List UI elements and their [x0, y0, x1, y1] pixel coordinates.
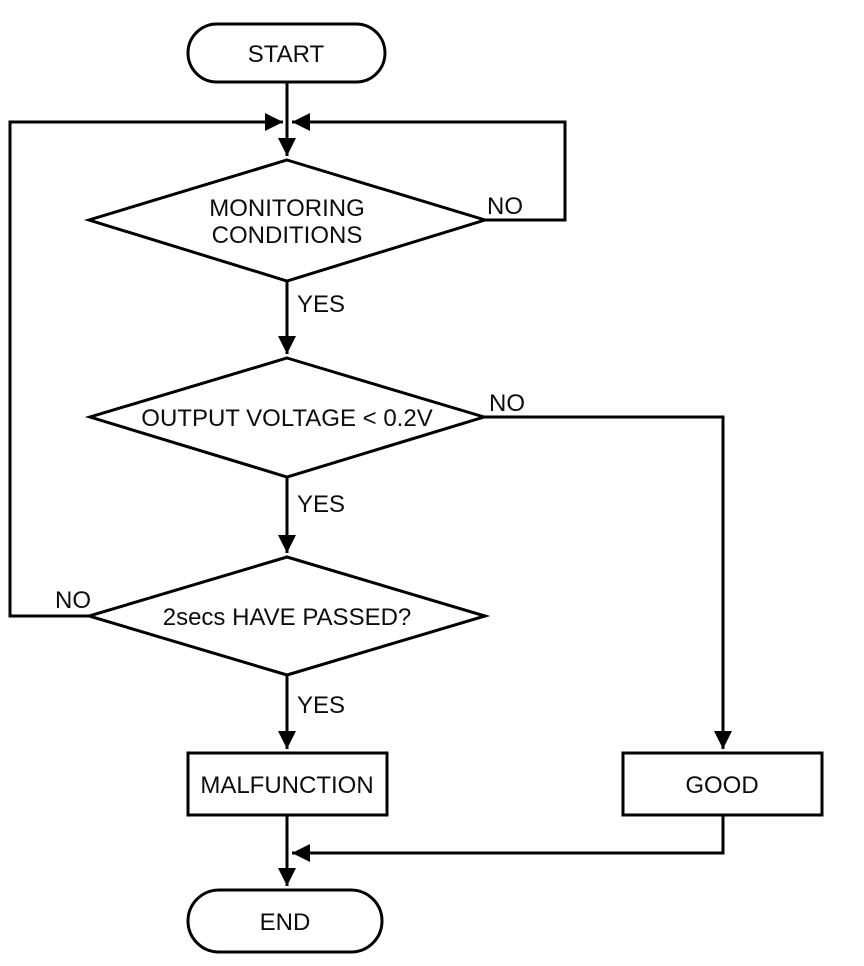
good-process: [621, 751, 824, 817]
two-secs-passed-decision: [83, 555, 491, 677]
monitoring-yes-label: YES: [297, 291, 345, 318]
malfunction-process: [186, 751, 389, 817]
nodes: [83, 22, 824, 954]
monitoring-conditions-decision: [83, 158, 491, 283]
voltage-label: OUTPUT VOLTAGE < 0.2V: [141, 405, 432, 432]
voltage-no-label: NO: [489, 390, 525, 417]
monitoring-no-label: NO: [487, 193, 523, 220]
edge-good-to-end-join: [292, 815, 725, 862]
edge-passed-no-loop: [8, 113, 283, 618]
end-label: END: [260, 909, 311, 936]
monitoring-label-line2: CONDITIONS: [212, 222, 363, 249]
good-label: GOOD: [685, 772, 758, 799]
passed-label: 2secs HAVE PASSED?: [163, 604, 412, 631]
voltage-yes-label: YES: [297, 491, 345, 518]
edges: [8, 82, 732, 886]
passed-yes-label: YES: [297, 692, 345, 719]
end-terminator: [186, 888, 384, 954]
passed-no-label: NO: [55, 587, 91, 614]
monitoring-label-line1: MONITORING: [209, 195, 365, 222]
malfunction-label: MALFUNCTION: [200, 772, 373, 799]
edge-monitoring-no-loop: [292, 113, 567, 222]
labels: START MONITORING CONDITIONS NO YES OUTPU…: [55, 41, 759, 936]
edge-voltage-no-to-good: [484, 415, 732, 749]
start-terminator: [186, 22, 387, 84]
output-voltage-decision: [84, 356, 490, 479]
start-label: START: [248, 41, 325, 68]
